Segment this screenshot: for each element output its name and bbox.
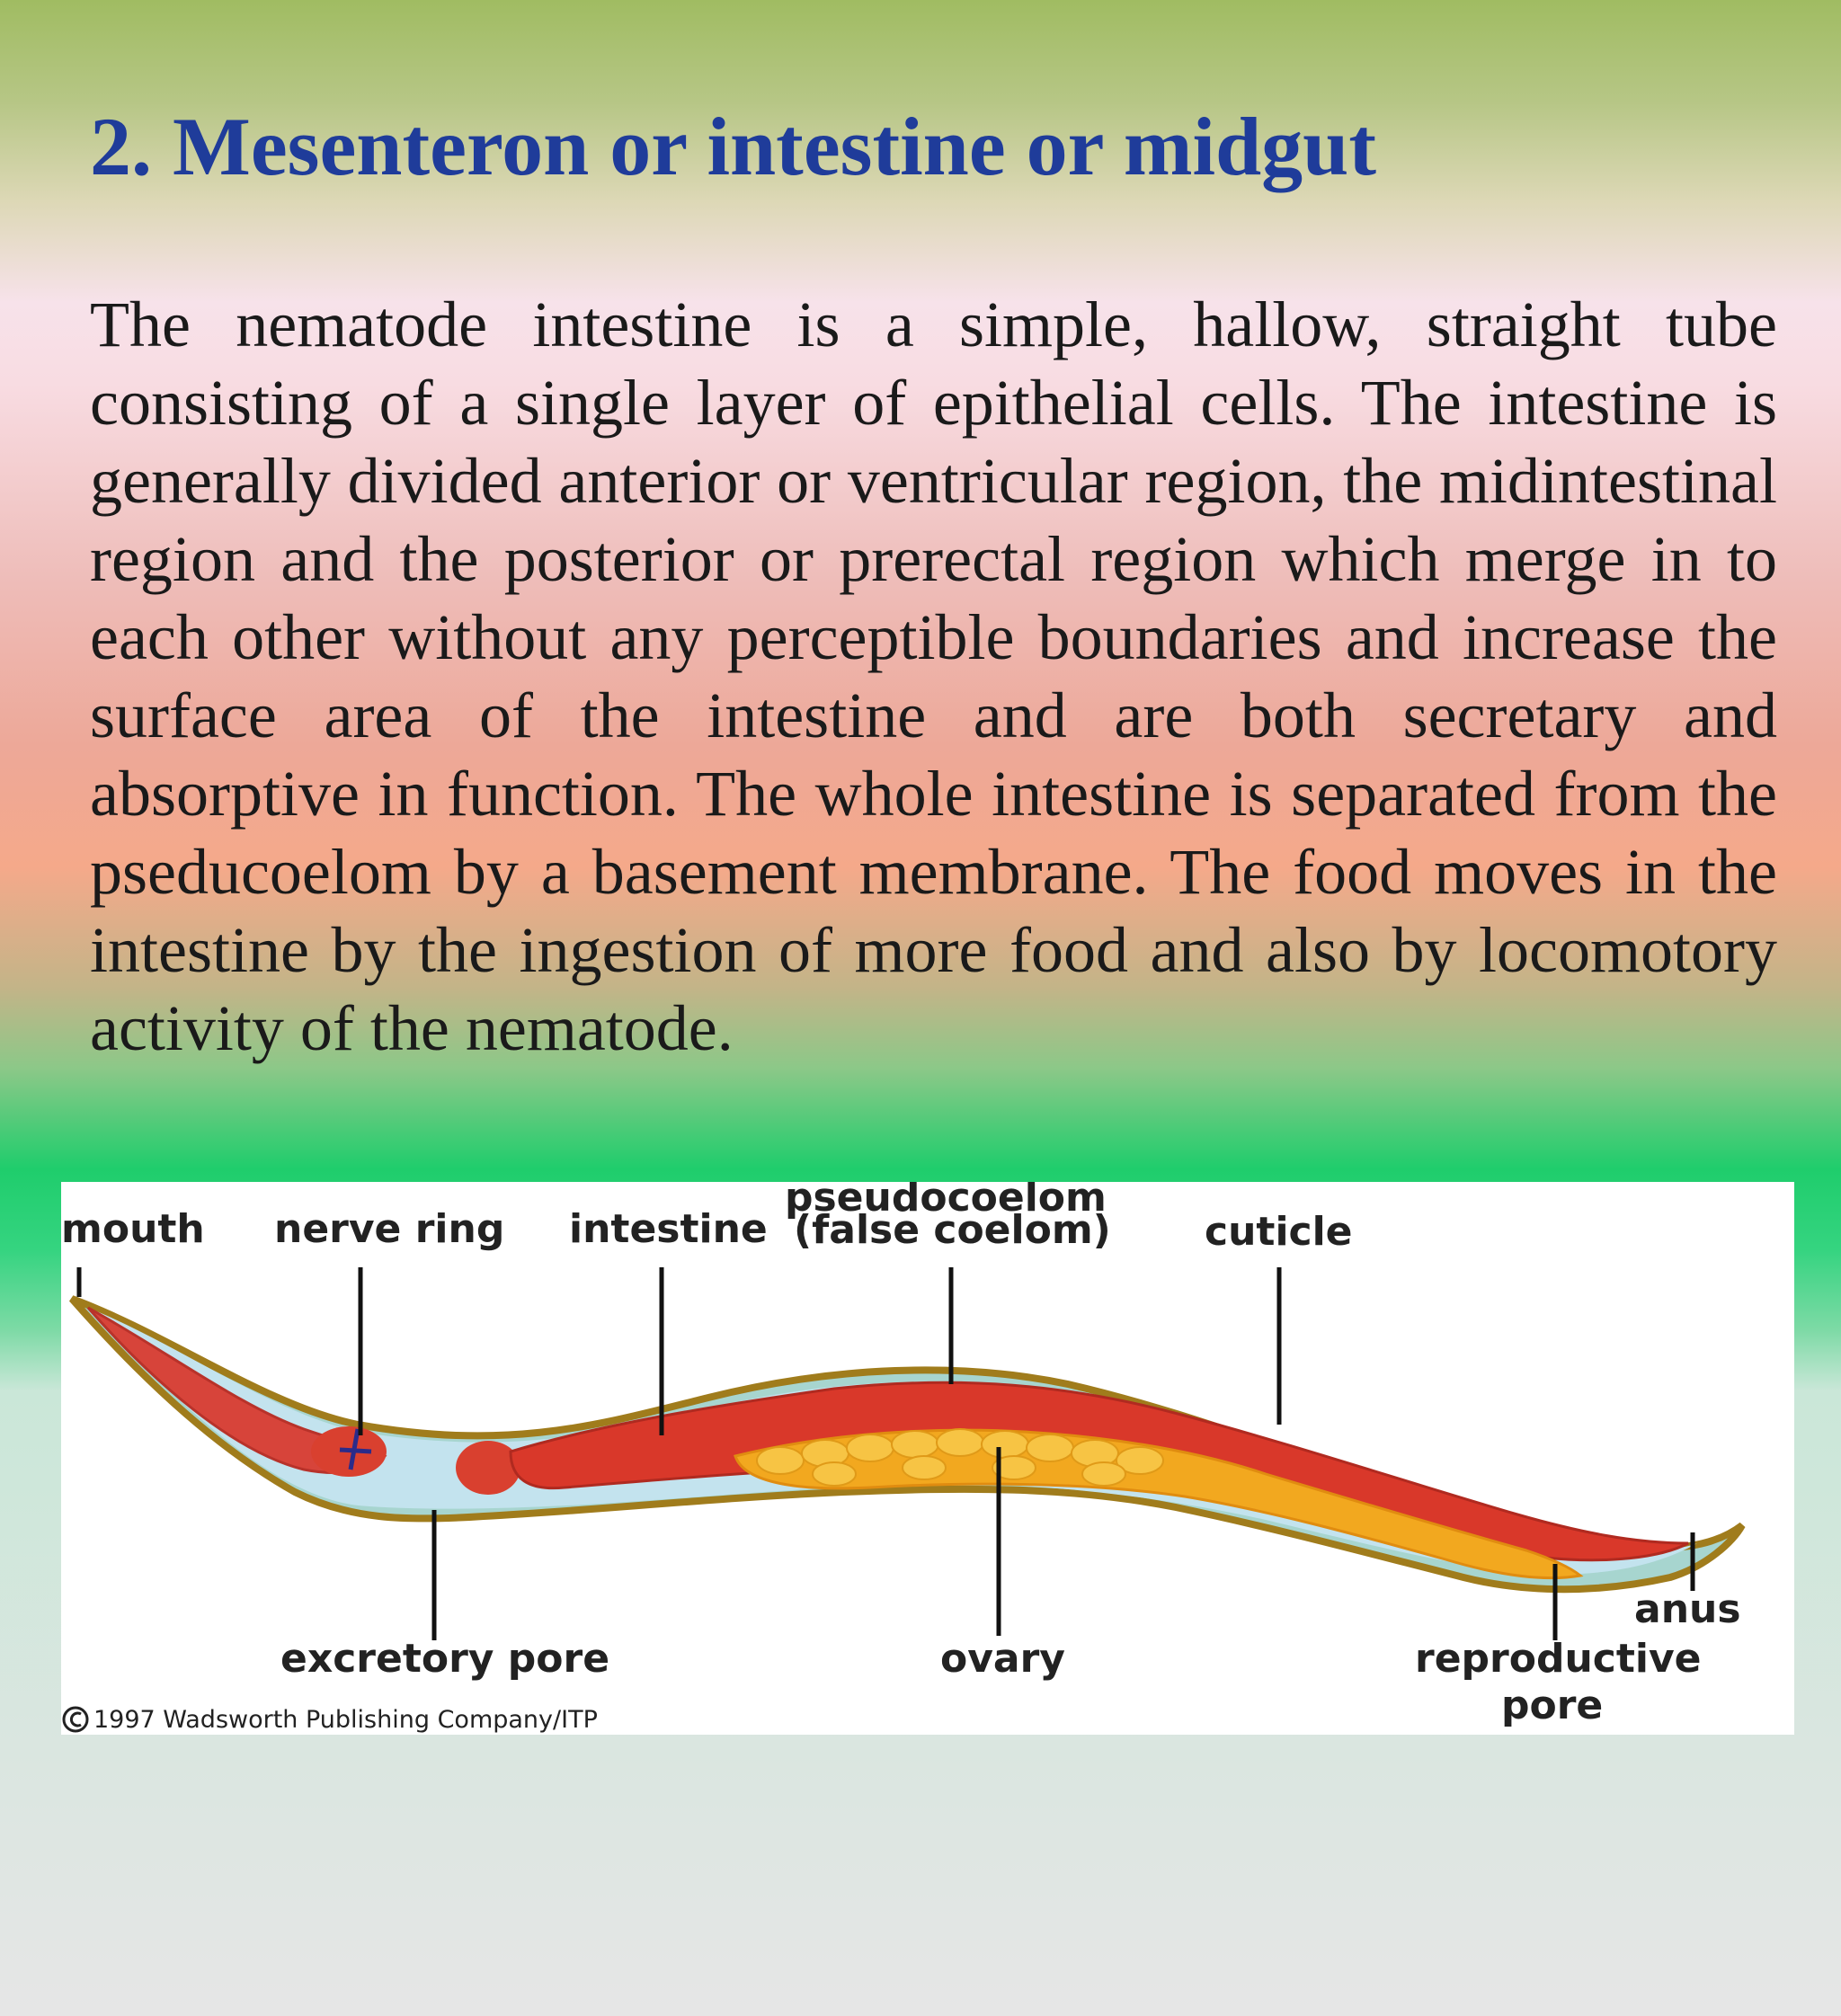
slide-body-text: The nematode intestine is a simple, hall… xyxy=(90,289,1777,1064)
label-excretory-pore: excretory pore xyxy=(280,1636,609,1682)
label-nerve-ring: nerve ring xyxy=(274,1206,504,1252)
nematode-diagram-svg: mouth nerve ring intestine pseudocoelom … xyxy=(61,1182,1746,1734)
pharynx-bulb-2 xyxy=(456,1441,520,1495)
ovary-eggs xyxy=(756,1428,1164,1487)
label-reproductive-pore: pore xyxy=(1501,1683,1603,1728)
label-cuticle: cuticle xyxy=(1205,1209,1353,1255)
nematode-diagram: mouth nerve ring intestine pseudocoelom … xyxy=(61,1182,1794,1735)
label-mouth: mouth xyxy=(61,1206,205,1252)
slide-title: 2. Mesenteron or intestine or midgut xyxy=(90,101,1376,192)
label-false-coelom: (false coelom) xyxy=(794,1207,1111,1253)
ovary xyxy=(734,1428,1584,1580)
copyright-icon xyxy=(62,1706,89,1733)
label-ovary: ovary xyxy=(940,1636,1065,1682)
leader-lines xyxy=(76,1267,1695,1640)
label-pseudocoelom: pseudocoelom xyxy=(785,1182,1107,1221)
label-reproductive: reproductive xyxy=(1415,1636,1702,1682)
label-intestine: intestine xyxy=(569,1206,768,1252)
nerve-ring xyxy=(339,1428,372,1470)
copyright-text: 1997 Wadsworth Publishing Company/ITP xyxy=(93,1706,598,1734)
label-anus: anus xyxy=(1634,1586,1741,1632)
